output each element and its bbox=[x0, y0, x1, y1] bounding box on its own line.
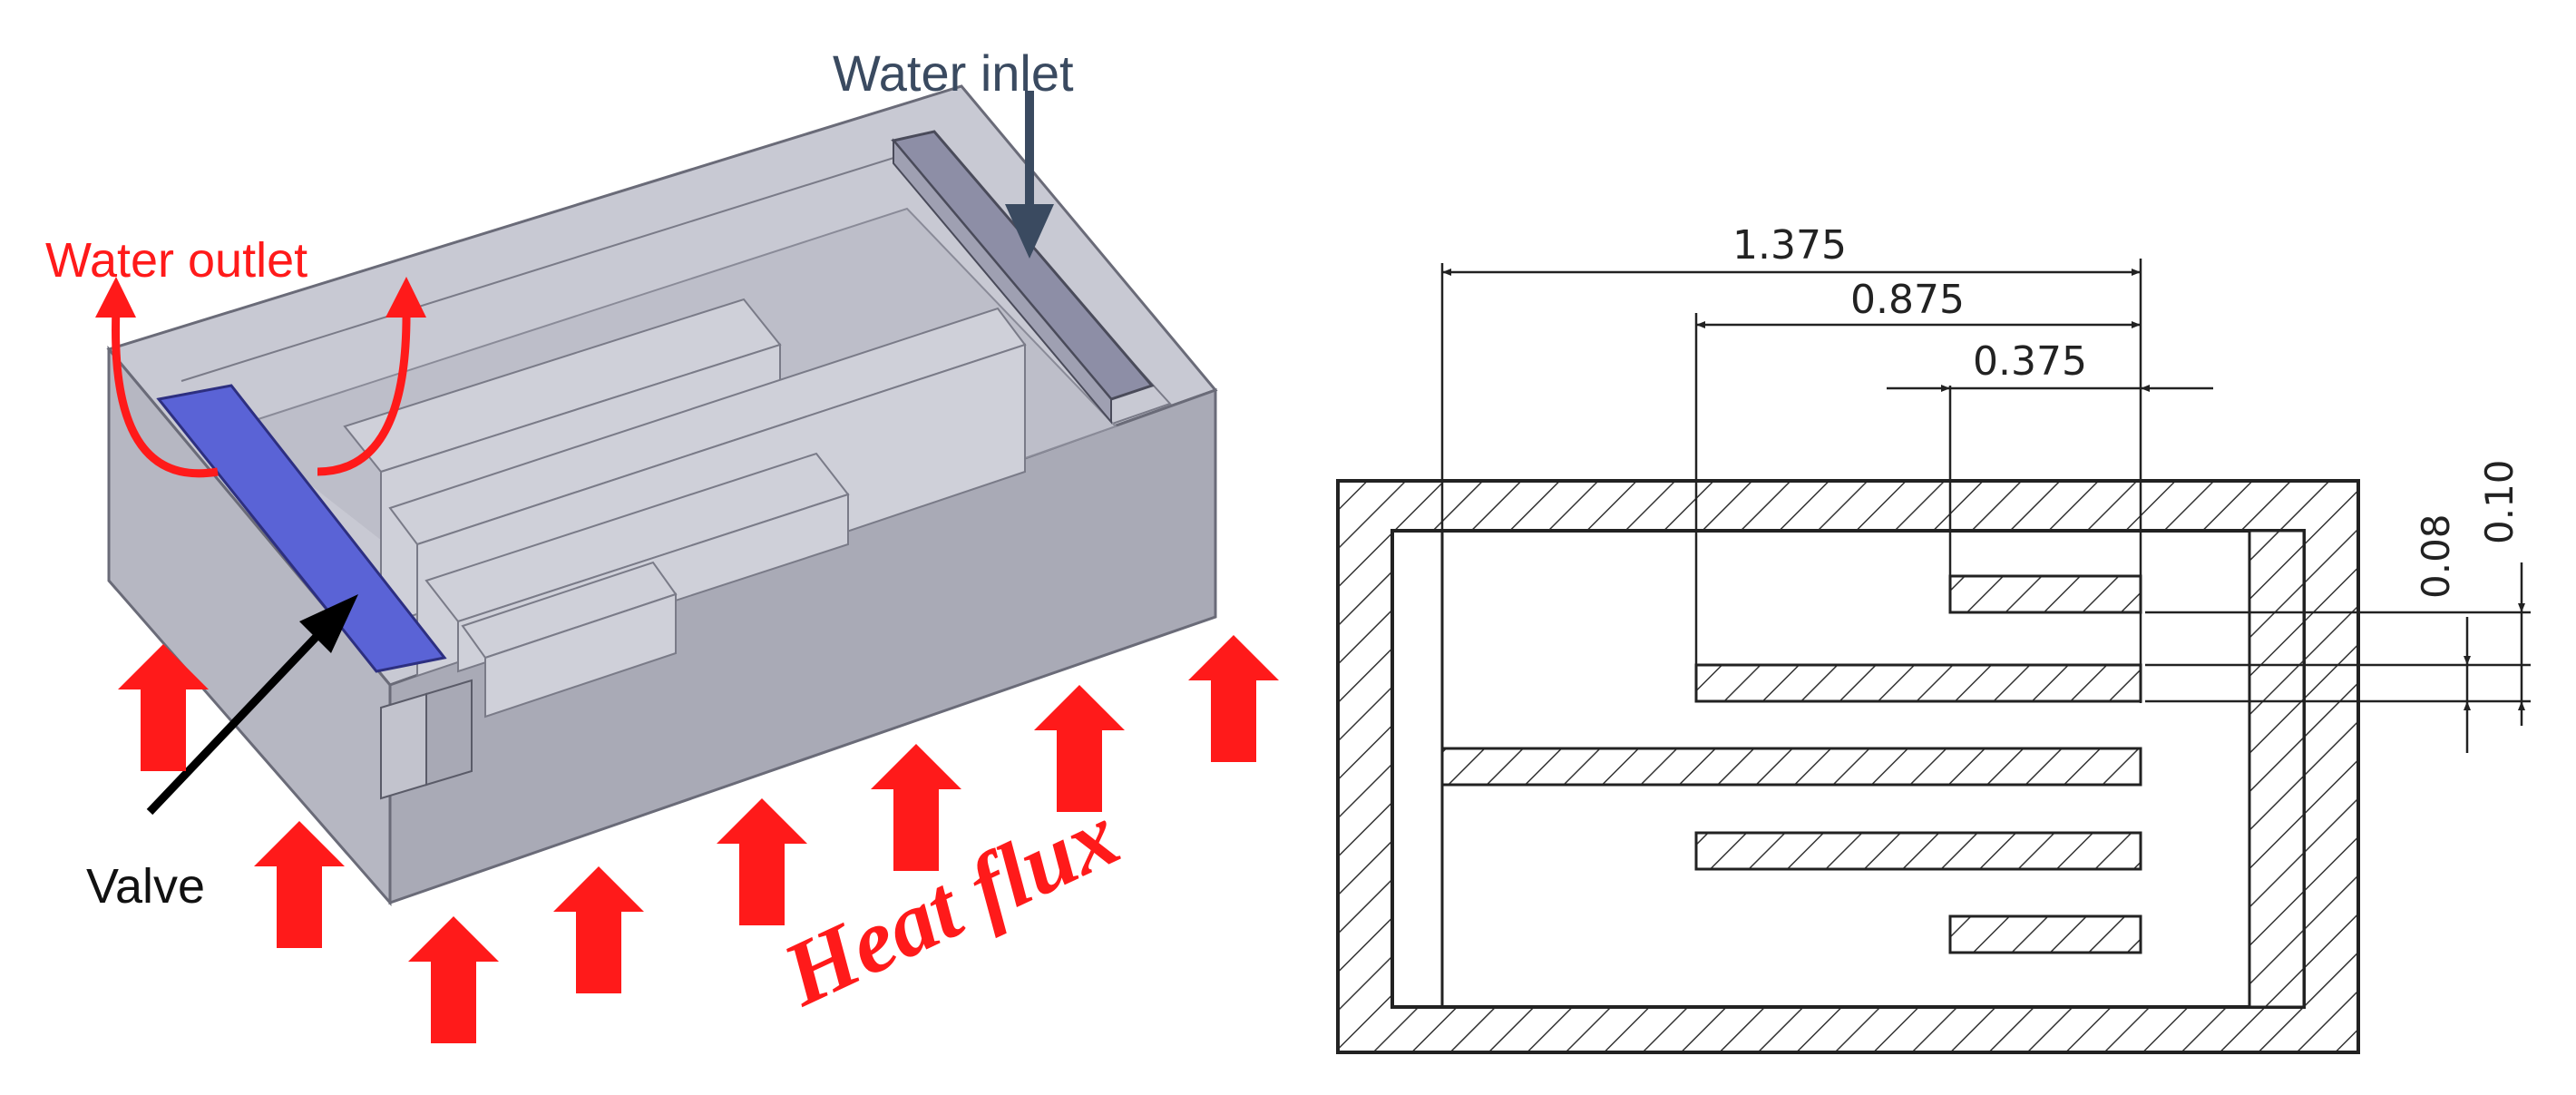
arrow-up-icon bbox=[1188, 635, 1279, 762]
arrow-up-icon bbox=[118, 644, 209, 771]
extension-lines bbox=[1440, 259, 2531, 748]
heat-flux-label: Heat flux bbox=[767, 784, 1133, 1026]
dimension-0375: 0.375 bbox=[1973, 338, 2087, 385]
heat-sink-3d-view: Water inlet Water outlet Valve Heat flux bbox=[45, 44, 1279, 1043]
curved-arrow-icon bbox=[112, 308, 219, 478]
dimension-1375: 1.375 bbox=[1732, 222, 1847, 269]
fin-2 bbox=[1694, 663, 2142, 703]
water-outlet-label: Water outlet bbox=[45, 233, 307, 288]
arrow-icon bbox=[299, 594, 358, 653]
heat-sink-section-drawing: 1.375 0.875 0.375 0.08 0.10 bbox=[1336, 222, 2531, 1054]
dimension-010: 0.10 bbox=[2477, 459, 2522, 544]
fin-1 bbox=[1948, 574, 2142, 614]
heat-flux-arrows bbox=[118, 635, 1279, 1043]
fins bbox=[343, 298, 1027, 719]
valve-pointer-arrow bbox=[146, 594, 358, 816]
arrow-up-icon bbox=[717, 798, 807, 925]
fin-3 bbox=[1440, 747, 2142, 787]
arrow-up-icon bbox=[408, 916, 499, 1043]
fin-4 bbox=[1694, 831, 2142, 871]
water-outlet-arrows bbox=[95, 277, 426, 478]
curved-arrow-icon bbox=[317, 308, 411, 476]
dimension-008: 0.08 bbox=[2414, 513, 2458, 599]
right-inner-wall bbox=[2248, 529, 2306, 1009]
arrow-up-icon bbox=[553, 866, 644, 993]
valve-bar bbox=[156, 384, 447, 673]
water-inlet-label: Water inlet bbox=[833, 44, 1074, 102]
valve-slot bbox=[380, 679, 473, 800]
horizontal-dimensions bbox=[1442, 269, 2213, 392]
arrow-up-icon bbox=[871, 744, 961, 871]
arrow-up-icon bbox=[1034, 685, 1125, 812]
inlet-slot bbox=[891, 130, 1155, 425]
arrow-up-icon bbox=[254, 821, 345, 948]
arrow-down-icon bbox=[1005, 204, 1054, 259]
water-inlet-arrow bbox=[1005, 91, 1054, 259]
dimension-0875: 0.875 bbox=[1850, 277, 1965, 323]
vertical-dimensions bbox=[2464, 562, 2525, 753]
valve-label: Valve bbox=[86, 859, 205, 914]
fin-5 bbox=[1948, 914, 2142, 954]
